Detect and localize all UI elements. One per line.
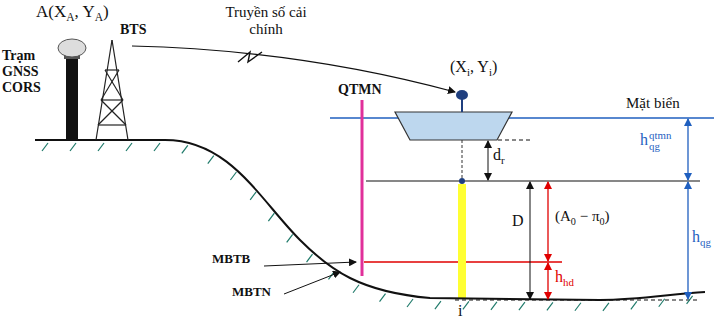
cors-pillar xyxy=(66,58,78,140)
label-text: qg xyxy=(649,141,671,152)
label-text: , Y xyxy=(470,58,489,75)
text-label: D xyxy=(512,212,524,230)
label-text: , Y xyxy=(75,2,95,21)
subscript-text: A xyxy=(95,11,103,24)
label-text: ) xyxy=(103,2,109,21)
depth-dimension xyxy=(530,182,531,299)
correction-link xyxy=(132,46,455,92)
label-text: − π xyxy=(576,208,600,224)
text-label: Mặt biển xyxy=(626,95,680,112)
label-text: i xyxy=(458,302,462,319)
text-label: A(XA, YA) xyxy=(36,2,109,24)
subscript-text: i xyxy=(489,66,492,78)
text-label: (Xi, Yi) xyxy=(450,58,497,78)
label-text: MBTN xyxy=(232,284,271,299)
gnss-antenna xyxy=(58,39,86,57)
label-text: A(X xyxy=(36,2,66,21)
transducer-pole xyxy=(462,140,463,178)
text-label: (A0 − π0) xyxy=(555,208,610,227)
text-label: Truyền số cải chính xyxy=(214,4,318,39)
survey-boat xyxy=(395,112,512,140)
text-label: MBTN xyxy=(232,285,271,300)
label-text: (A xyxy=(555,208,571,224)
label-text: h xyxy=(555,268,563,285)
label-text: Mặt biển xyxy=(626,95,680,111)
label-text: D xyxy=(512,212,524,229)
subscript-text: r xyxy=(501,154,505,166)
label-text: ) xyxy=(492,58,497,75)
text-label: Trạm GNSS CORS xyxy=(2,48,56,96)
label-text: (X xyxy=(450,58,467,75)
subscript-text: 0 xyxy=(599,216,604,227)
text-label: QTMN xyxy=(338,82,382,98)
subscript-text: qg xyxy=(700,236,711,248)
text-label: BTS xyxy=(120,22,146,38)
sea-surface xyxy=(330,117,714,119)
leader-line xyxy=(264,262,356,266)
script-stack: qtmnqg xyxy=(649,130,671,152)
bts-tower xyxy=(96,40,128,140)
label-text: Trạm GNSS CORS xyxy=(2,48,41,95)
label-text: ) xyxy=(605,208,610,224)
signal-zigzag xyxy=(238,52,262,62)
text-label: MBTB xyxy=(212,252,250,267)
text-label: hqtmnqg xyxy=(640,130,671,152)
draft-line xyxy=(498,140,530,141)
subscript-text: hd xyxy=(563,276,574,288)
sonar-beam xyxy=(458,184,466,298)
tide-gauge xyxy=(361,100,364,276)
label-text: BTS xyxy=(120,22,146,37)
antenna-pole xyxy=(461,98,463,112)
label-text: QTMN xyxy=(338,82,382,97)
text-label: dr xyxy=(493,146,505,166)
datum-line xyxy=(366,180,700,181)
label-text: h xyxy=(692,228,700,245)
total-height-dimension xyxy=(687,182,688,299)
datum-offset-dimension xyxy=(547,182,548,261)
text-label: i xyxy=(458,302,462,320)
text-label: hqg xyxy=(692,228,711,248)
label-text: h xyxy=(640,131,648,148)
subscript-text: 0 xyxy=(571,216,576,227)
subscript-text: i xyxy=(467,66,470,78)
height-dimension xyxy=(547,263,548,299)
subscript-text: A xyxy=(66,11,74,24)
label-text: MBTB xyxy=(212,251,250,266)
label-text: Truyền số cải chính xyxy=(225,4,306,37)
gauge-height-dimension xyxy=(687,119,688,180)
transducer xyxy=(459,178,465,184)
draft-dimension xyxy=(488,141,489,180)
seabed-profile xyxy=(35,140,705,300)
label-text: qtmn xyxy=(649,130,671,141)
label-text: d xyxy=(493,146,501,163)
boat-antenna xyxy=(456,90,468,100)
text-label: hhd xyxy=(555,268,574,288)
ground-hatching xyxy=(42,143,693,311)
leader-line xyxy=(284,272,340,294)
